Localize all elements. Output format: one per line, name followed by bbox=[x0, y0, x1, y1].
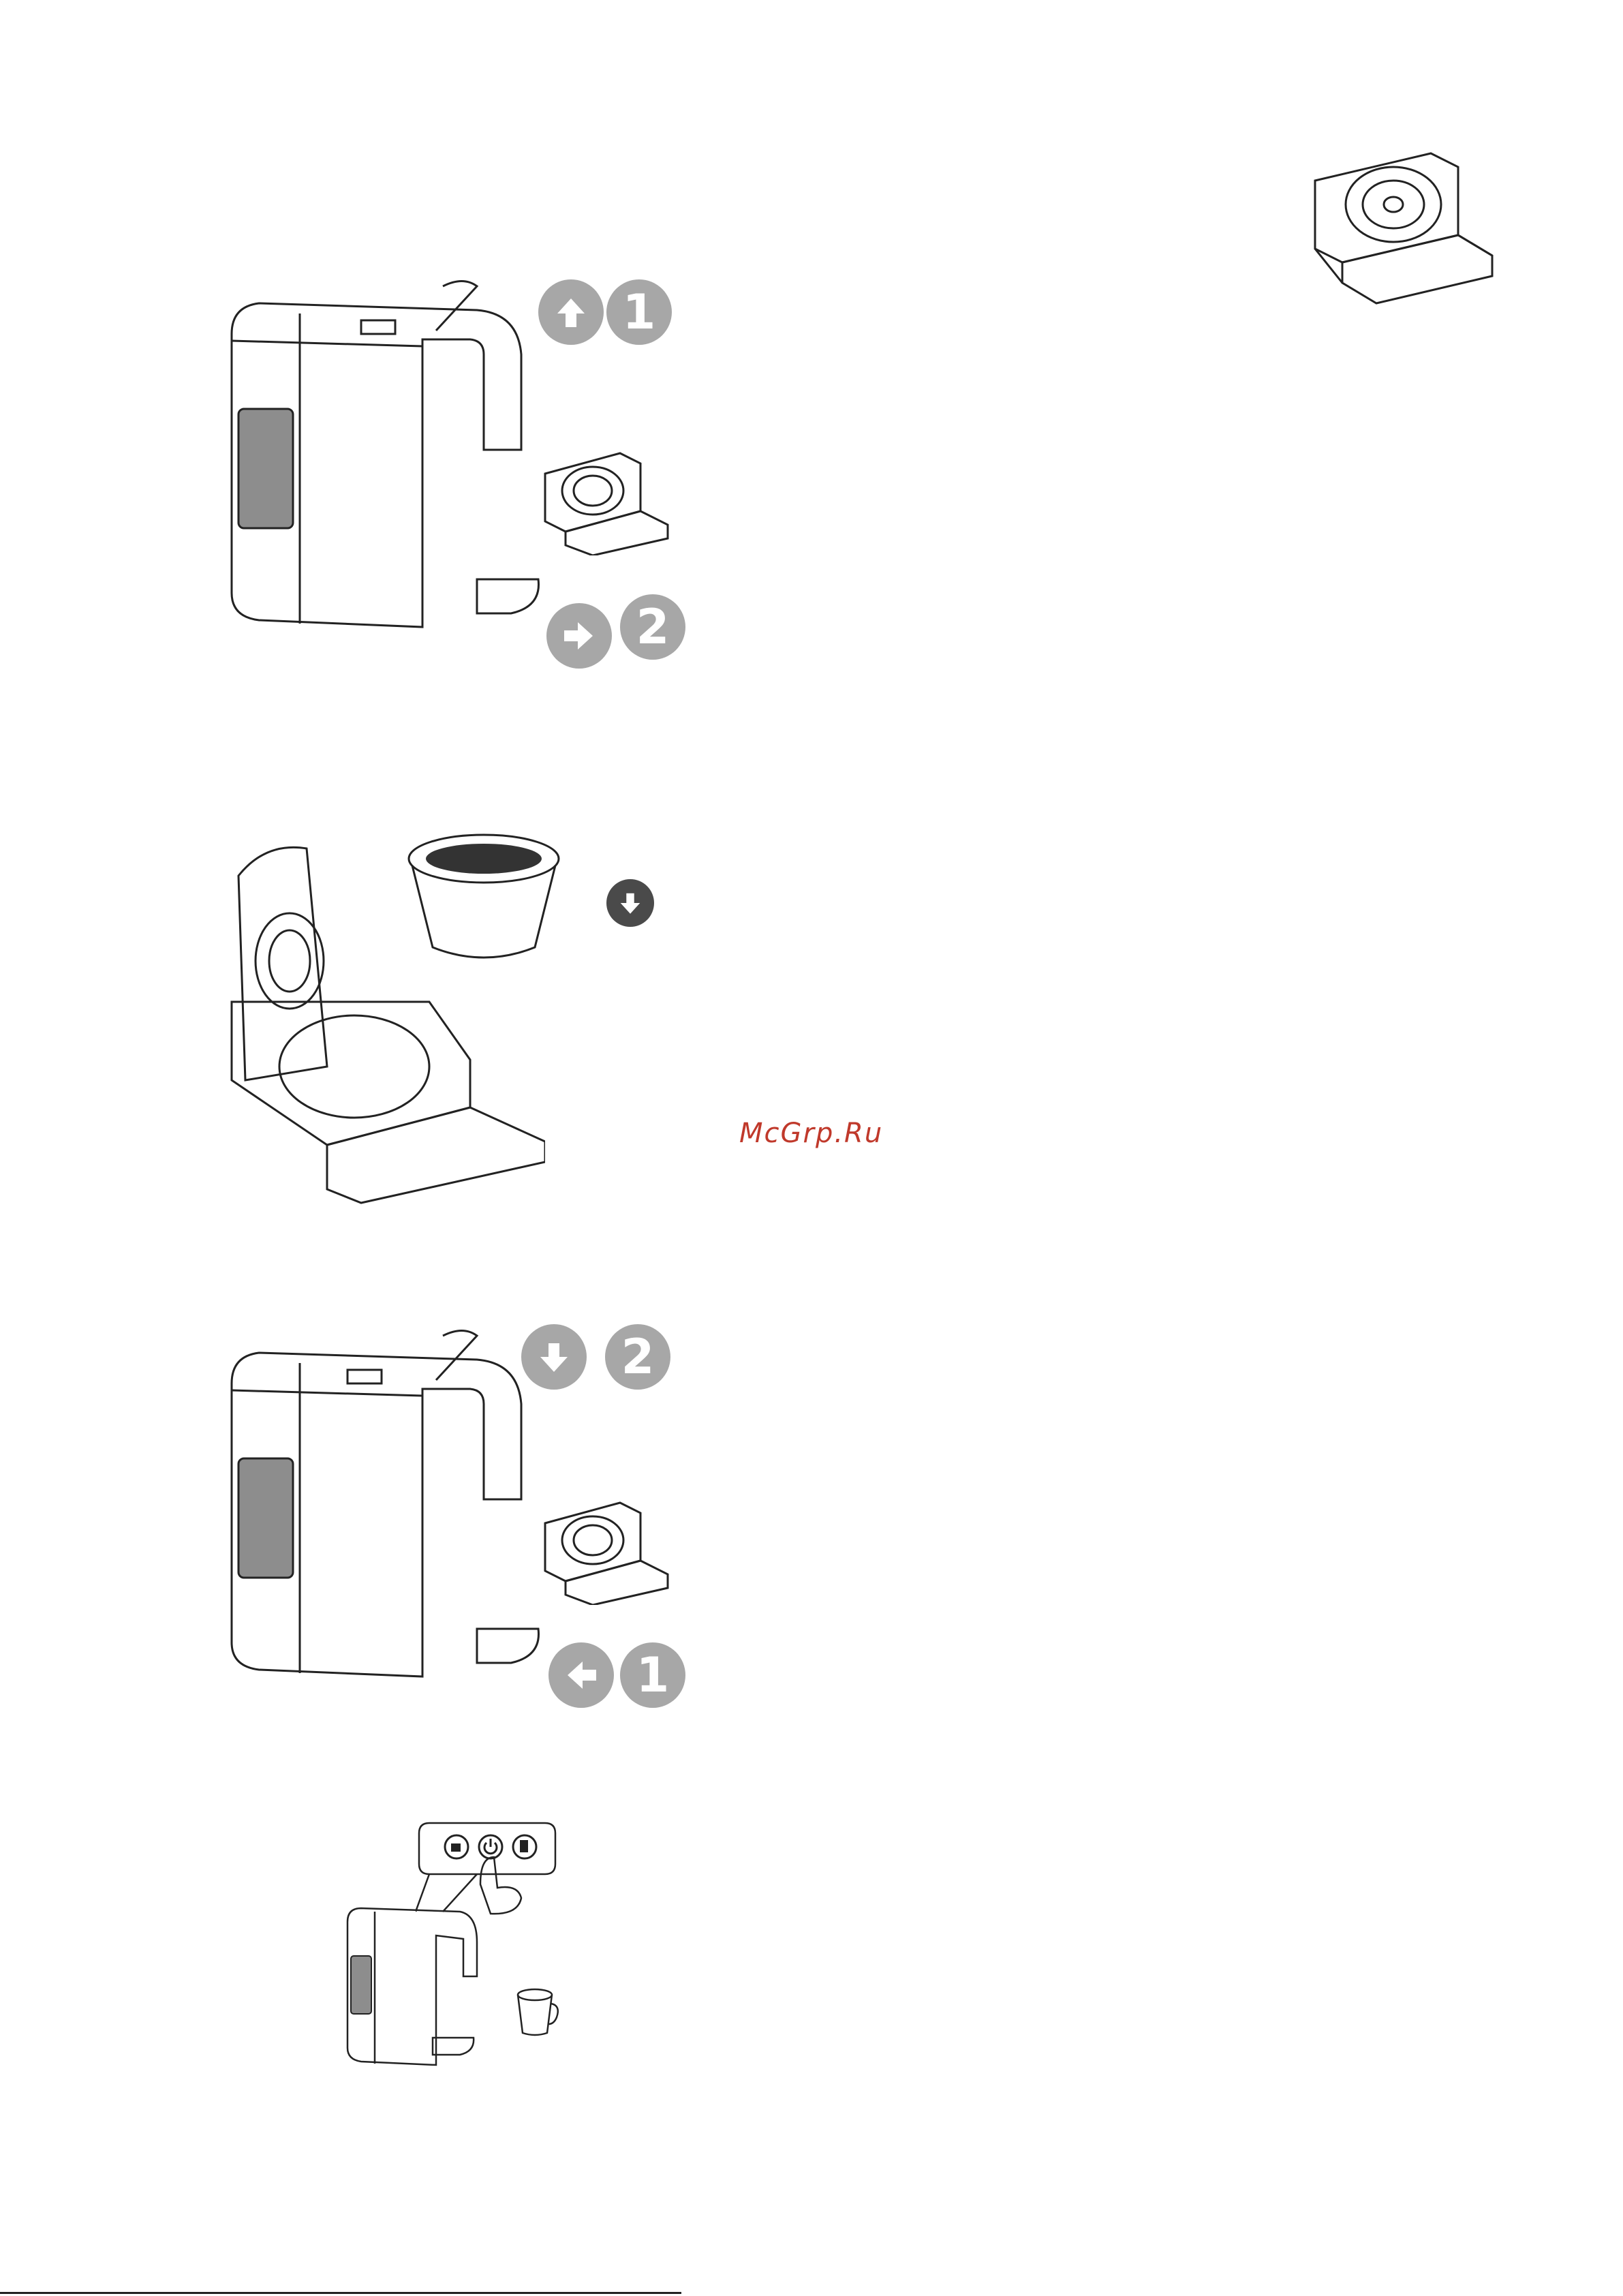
capsule-holder-illustration-step3 bbox=[538, 1496, 675, 1605]
step-number-badge-1b: 1 bbox=[620, 1642, 685, 1708]
control-panel-callout bbox=[416, 1820, 559, 1915]
step-number: 2 bbox=[621, 1333, 655, 1381]
coffee-machine-illustration-step3 bbox=[218, 1322, 545, 1690]
arrow-left-badge-step3 bbox=[548, 1642, 614, 1708]
footer-divider bbox=[0, 2292, 681, 2294]
arrow-right-badge-step1 bbox=[546, 603, 612, 669]
coffee-capsule-illustration bbox=[402, 831, 566, 968]
capsule-holder-top-illustration bbox=[1301, 140, 1506, 310]
power-icon bbox=[479, 1835, 502, 1858]
capsule-holder-illustration-step1 bbox=[538, 446, 675, 555]
step-number: 2 bbox=[636, 603, 670, 651]
lungo-icon bbox=[513, 1835, 536, 1858]
coffee-machine-small-illustration bbox=[344, 1901, 480, 2072]
step-number: 1 bbox=[623, 288, 656, 336]
arrow-down-badge-step2 bbox=[606, 879, 654, 927]
coffee-machine-illustration-step1 bbox=[218, 273, 545, 641]
arrow-down-icon bbox=[617, 889, 644, 917]
step-number: 1 bbox=[636, 1651, 670, 1699]
arrow-left-icon bbox=[562, 1656, 600, 1694]
arrow-down-icon bbox=[535, 1338, 573, 1376]
watermark: McGrp.Ru bbox=[739, 1118, 883, 1149]
step-number-badge-1a: 1 bbox=[606, 279, 672, 345]
step-number-badge-2b: 2 bbox=[605, 1324, 670, 1390]
arrow-up-badge-step1 bbox=[538, 279, 604, 345]
arrow-down-badge-step3 bbox=[521, 1324, 587, 1390]
arrow-up-icon bbox=[552, 293, 590, 331]
espresso-icon bbox=[445, 1835, 468, 1858]
arrow-right-icon bbox=[560, 617, 598, 655]
coffee-cup-illustration bbox=[514, 1987, 562, 2038]
step-number-badge-2a: 2 bbox=[620, 594, 685, 660]
